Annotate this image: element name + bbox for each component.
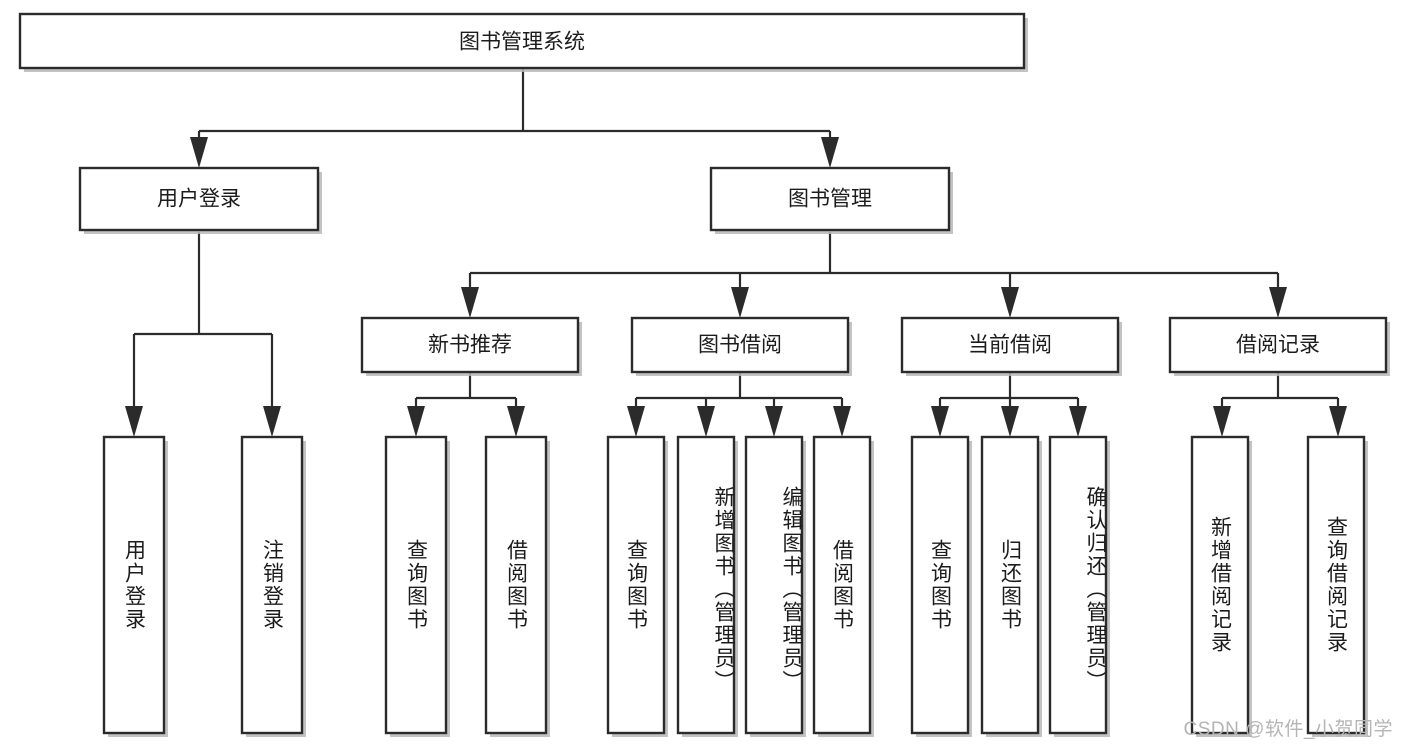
leaf-node-cb-return-book[interactable] xyxy=(980,435,1042,737)
node-current-borrow[interactable]: 当前借阅 xyxy=(900,316,1122,376)
arrow-head-nb-leaf-1 xyxy=(407,406,425,437)
node-root-label: 图书管理系统 xyxy=(459,31,585,54)
node-book-management[interactable]: 图书管理 xyxy=(709,166,953,234)
watermark-text: CSDN @软件_小贺同学 xyxy=(1183,719,1393,740)
node-current-borrow-label: 当前借阅 xyxy=(968,334,1052,357)
leaf-node-bb-edit-book[interactable] xyxy=(744,435,806,737)
node-new-book-recommend[interactable]: 新书推荐 xyxy=(360,316,582,376)
leaf-node-bb-query-book[interactable] xyxy=(606,435,668,737)
node-borrow-record[interactable]: 借阅记录 xyxy=(1168,316,1390,376)
leaf-user-login-logout-box[interactable] xyxy=(240,435,304,735)
connector-group xyxy=(125,68,1347,437)
arrow-head-user-login xyxy=(190,137,208,168)
leaf-node-cb-confirm-return[interactable] xyxy=(1048,435,1110,737)
node-user-login[interactable]: 用户登录 xyxy=(78,166,322,234)
arrow-head-bb-leaf-4 xyxy=(833,406,851,437)
leaf-cb-return-book-box[interactable] xyxy=(980,435,1040,735)
leaf-node-nb-query-book[interactable] xyxy=(384,435,450,737)
leaf-nb-borrow-book-box[interactable] xyxy=(484,435,548,735)
leaf-user-login-login-box[interactable] xyxy=(102,435,166,735)
node-user-login-label: 用户登录 xyxy=(157,188,241,211)
leaf-bb-edit-book-box[interactable] xyxy=(744,435,804,735)
arrow-head-borrow-record xyxy=(1269,287,1287,318)
leaf-node-br-add-record[interactable] xyxy=(1190,435,1252,737)
node-book-management-label: 图书管理 xyxy=(788,188,872,211)
arrow-head-new-book xyxy=(461,287,479,318)
leaf-node-cb-query-book[interactable] xyxy=(910,435,972,737)
node-book-management-box[interactable] xyxy=(709,166,951,232)
leaf-node-br-query-record[interactable] xyxy=(1306,435,1368,737)
arrow-head-nb-leaf-2 xyxy=(507,406,525,437)
arrow-head-cb-leaf-1 xyxy=(931,406,949,437)
leaf-node-nb-borrow-book[interactable] xyxy=(484,435,550,737)
node-user-login-box[interactable] xyxy=(78,166,320,232)
arrow-head-bb-leaf-3 xyxy=(765,406,783,437)
arrow-head-book-mgmt xyxy=(821,137,839,168)
leaf-bb-add-book-box[interactable] xyxy=(676,435,736,735)
arrow-head-leaf-logout xyxy=(263,406,281,437)
leaf-bb-query-book-box[interactable] xyxy=(606,435,666,735)
leaf-br-query-record-box[interactable] xyxy=(1306,435,1366,735)
node-current-borrow-box[interactable] xyxy=(900,316,1120,374)
leaf-cb-query-book-box[interactable] xyxy=(910,435,970,735)
leaf-node-user-login-logout[interactable] xyxy=(240,435,306,737)
node-new-book-recommend-box[interactable] xyxy=(360,316,580,374)
leaf-node-bb-borrow-book[interactable] xyxy=(812,435,874,737)
node-root[interactable]: 图书管理系统 xyxy=(18,12,1028,72)
arrow-head-current-borrow xyxy=(1001,287,1019,318)
node-borrow-record-label: 借阅记录 xyxy=(1236,334,1320,357)
arrow-head-book-borrow xyxy=(731,287,749,318)
arrow-head-br-leaf-2 xyxy=(1329,406,1347,437)
arrow-head-leaf-user-login xyxy=(125,406,143,437)
arrow-head-br-leaf-1 xyxy=(1213,406,1231,437)
node-book-borrow[interactable]: 图书借阅 xyxy=(630,316,852,376)
leaf-node-user-login-login[interactable] xyxy=(102,435,168,737)
node-root-box[interactable] xyxy=(18,12,1026,70)
node-book-borrow-box[interactable] xyxy=(630,316,850,374)
leaf-cb-confirm-return-box[interactable] xyxy=(1048,435,1108,735)
leaf-nb-query-book-box[interactable] xyxy=(384,435,448,735)
leaf-br-add-record-box[interactable] xyxy=(1190,435,1250,735)
arrow-head-cb-leaf-3 xyxy=(1069,406,1087,437)
arrow-head-bb-leaf-1 xyxy=(627,406,645,437)
node-book-borrow-label: 图书借阅 xyxy=(698,334,782,357)
node-new-book-recommend-label: 新书推荐 xyxy=(428,334,512,357)
arrow-head-cb-leaf-2 xyxy=(1001,406,1019,437)
arrow-head-bb-leaf-2 xyxy=(697,406,715,437)
leaf-bb-borrow-book-box[interactable] xyxy=(812,435,872,735)
leaf-node-bb-add-book[interactable] xyxy=(676,435,738,737)
node-borrow-record-box[interactable] xyxy=(1168,316,1388,374)
